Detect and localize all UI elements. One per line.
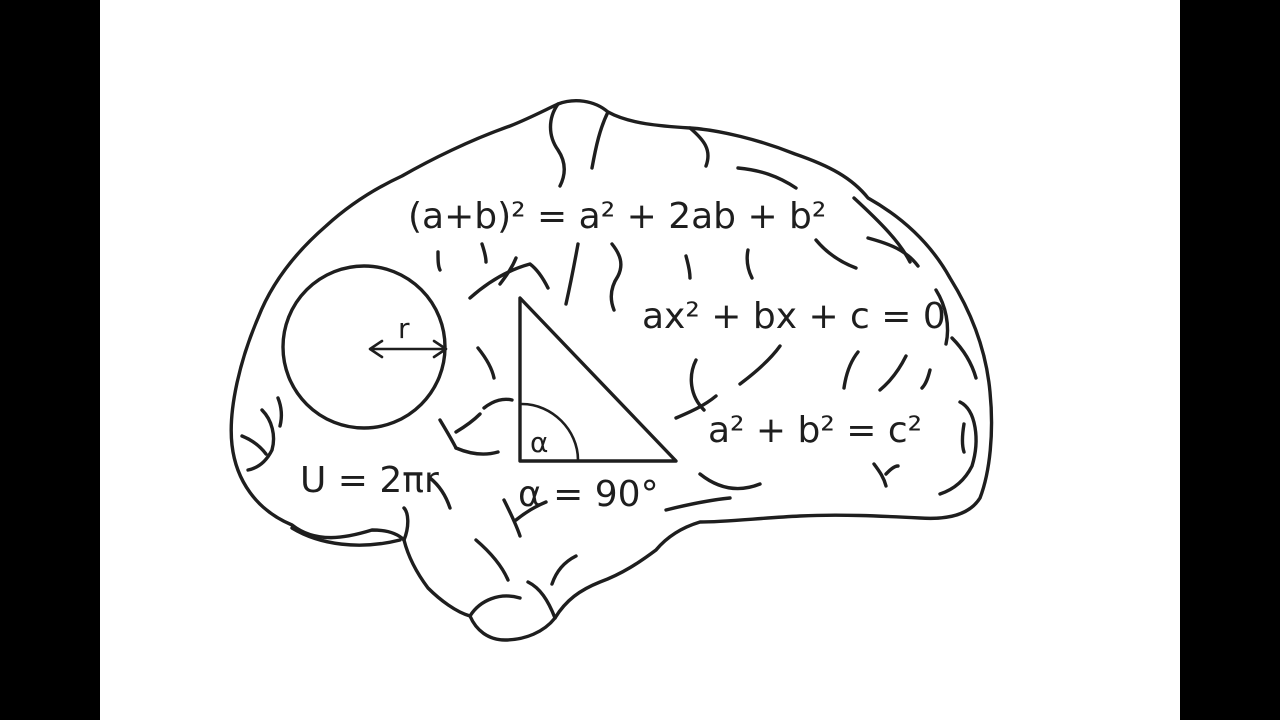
circle <box>281 264 447 430</box>
sulcus-stroke <box>920 368 932 390</box>
sulcus-stroke <box>738 344 782 386</box>
sulcus-stroke <box>474 538 510 582</box>
sulcus-stroke <box>548 102 566 188</box>
sulcus-stroke <box>866 236 920 268</box>
sulcus-stroke <box>550 554 578 586</box>
quadratic-formula: ax² + bx + c = 0 <box>642 296 946 337</box>
sulcus-stroke <box>689 358 706 412</box>
sulcus-stroke <box>960 422 966 454</box>
sulcus-stroke <box>736 166 798 190</box>
sulcus-stroke <box>454 446 500 456</box>
sulcus-stroke <box>674 394 718 420</box>
radius-arrow-head-right <box>432 339 448 359</box>
sulcus-stroke <box>745 248 754 280</box>
cerebellum-fold <box>402 506 410 542</box>
sulcus-stroke <box>502 498 548 538</box>
radius-label: r <box>398 312 410 345</box>
brainstem-fold <box>526 580 557 620</box>
sulcus-stroke <box>240 434 268 456</box>
circumference-formula: U = 2πr <box>300 460 439 501</box>
sulcus-stroke <box>664 496 732 512</box>
pythagoras-formula: a² + b² = c² <box>708 410 922 451</box>
whiteboard-paper <box>100 0 1180 720</box>
sulcus-stroke <box>684 254 692 280</box>
sulcus-stroke <box>814 238 858 270</box>
sulcus-stroke <box>498 256 518 286</box>
sulcus-stroke <box>938 400 978 496</box>
sulcus-stroke <box>564 242 580 306</box>
sulcus-stroke <box>436 250 442 272</box>
sulcus-stroke <box>872 462 900 488</box>
sulcus-stroke <box>698 472 762 491</box>
cerebellum-fold <box>290 526 402 547</box>
sulcus-stroke <box>276 396 284 428</box>
sulcus-stroke <box>878 354 908 392</box>
angle-arc <box>520 402 580 462</box>
sulcus-stroke <box>482 397 514 410</box>
sulcus-stroke <box>590 110 610 170</box>
sulcus-stroke <box>246 408 276 472</box>
sulcus-stroke <box>934 288 950 346</box>
sulcus-stroke <box>842 350 860 390</box>
sulcus-stroke <box>480 242 488 264</box>
sulcus-stroke <box>476 346 496 380</box>
binomial-formula: (a+b)² = a² + 2ab + b² <box>408 196 826 237</box>
sulcus-stroke <box>428 476 452 510</box>
brainstem-fold <box>468 594 522 618</box>
sulcus-stroke <box>950 336 978 380</box>
sulcus-stroke <box>468 262 550 300</box>
sulcus-stroke <box>688 126 710 168</box>
radius-arrow-head-left <box>368 339 384 359</box>
right-triangle <box>518 296 678 463</box>
sulcus-stroke <box>609 242 623 312</box>
brain-outline <box>229 99 994 642</box>
sulcus-stroke <box>438 412 482 450</box>
angle-formula: α = 90° <box>518 474 659 515</box>
angle-label: α <box>530 426 548 459</box>
